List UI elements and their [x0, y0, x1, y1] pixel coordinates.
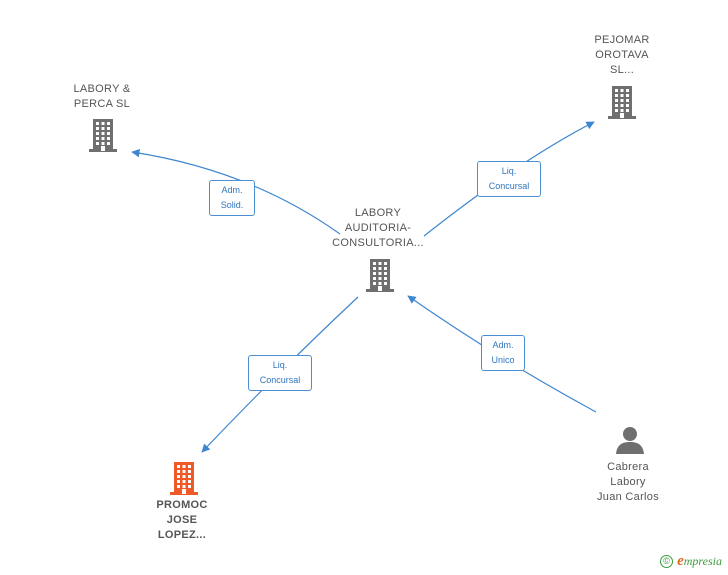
- node-label-line: LOPEZ...: [157, 529, 207, 541]
- edge-label-line: Liq.: [501, 166, 517, 176]
- edge-label-line: Unico: [491, 355, 515, 365]
- building-icon[interactable]: [364, 257, 396, 293]
- node-label-line: Labory: [610, 476, 646, 488]
- edge-label-liq-concursal-promoc[interactable]: Liq. Concursal: [248, 355, 312, 391]
- brand-initial: e: [677, 553, 684, 569]
- node-label-cabrera[interactable]: Cabrera Labory Juan Carlos: [576, 460, 680, 505]
- edge-label-line: Concursal: [488, 181, 530, 191]
- brand-name: empresia: [677, 553, 722, 570]
- brand-rest: mpresia: [683, 554, 722, 568]
- node-label-labory-auditoria[interactable]: LABORY AUDITORIA- CONSULTORIA...: [326, 206, 430, 251]
- node-label-line: CONSULTORIA...: [332, 237, 424, 249]
- node-label-line: PERCA SL: [73, 98, 131, 110]
- edge-label-line: Liq.: [272, 360, 288, 370]
- empresia-logo[interactable]: © empresia: [660, 553, 722, 570]
- edge-label-adm-unico[interactable]: Adm. Unico: [481, 335, 525, 371]
- node-label-pejomar[interactable]: PEJOMAR OROTAVA SL...: [570, 33, 674, 78]
- node-label-line: LABORY: [354, 207, 402, 219]
- node-label-line: PEJOMAR: [594, 34, 650, 46]
- edge-label-liq-concursal-pejomar[interactable]: Liq. Concursal: [477, 161, 541, 197]
- node-label-line: PROMOC: [156, 499, 208, 511]
- copyright-icon: ©: [660, 555, 674, 568]
- node-label-line: LABORY &: [73, 83, 131, 95]
- edge-label-adm-solid[interactable]: Adm. Solid.: [209, 180, 255, 216]
- node-label-line: Juan Carlos: [597, 491, 659, 503]
- node-label-line: JOSE: [166, 514, 198, 526]
- edge-label-line: Concursal: [259, 375, 301, 385]
- node-label-line: Cabrera: [607, 461, 649, 473]
- node-label-promoc[interactable]: PROMOC JOSE LOPEZ...: [130, 498, 234, 543]
- node-label-labory-perca[interactable]: LABORY & PERCA SL: [50, 82, 154, 112]
- node-label-line: OROTAVA: [595, 49, 649, 61]
- building-icon[interactable]: [168, 460, 200, 496]
- person-icon[interactable]: [614, 424, 646, 456]
- edge-label-line: Adm.: [492, 340, 514, 350]
- node-label-line: SL...: [609, 64, 635, 76]
- node-label-line: AUDITORIA-: [344, 222, 412, 234]
- building-icon[interactable]: [87, 117, 119, 153]
- edge-label-line: Solid.: [220, 200, 244, 210]
- building-icon[interactable]: [606, 84, 638, 120]
- edge-label-line: Adm.: [221, 185, 243, 195]
